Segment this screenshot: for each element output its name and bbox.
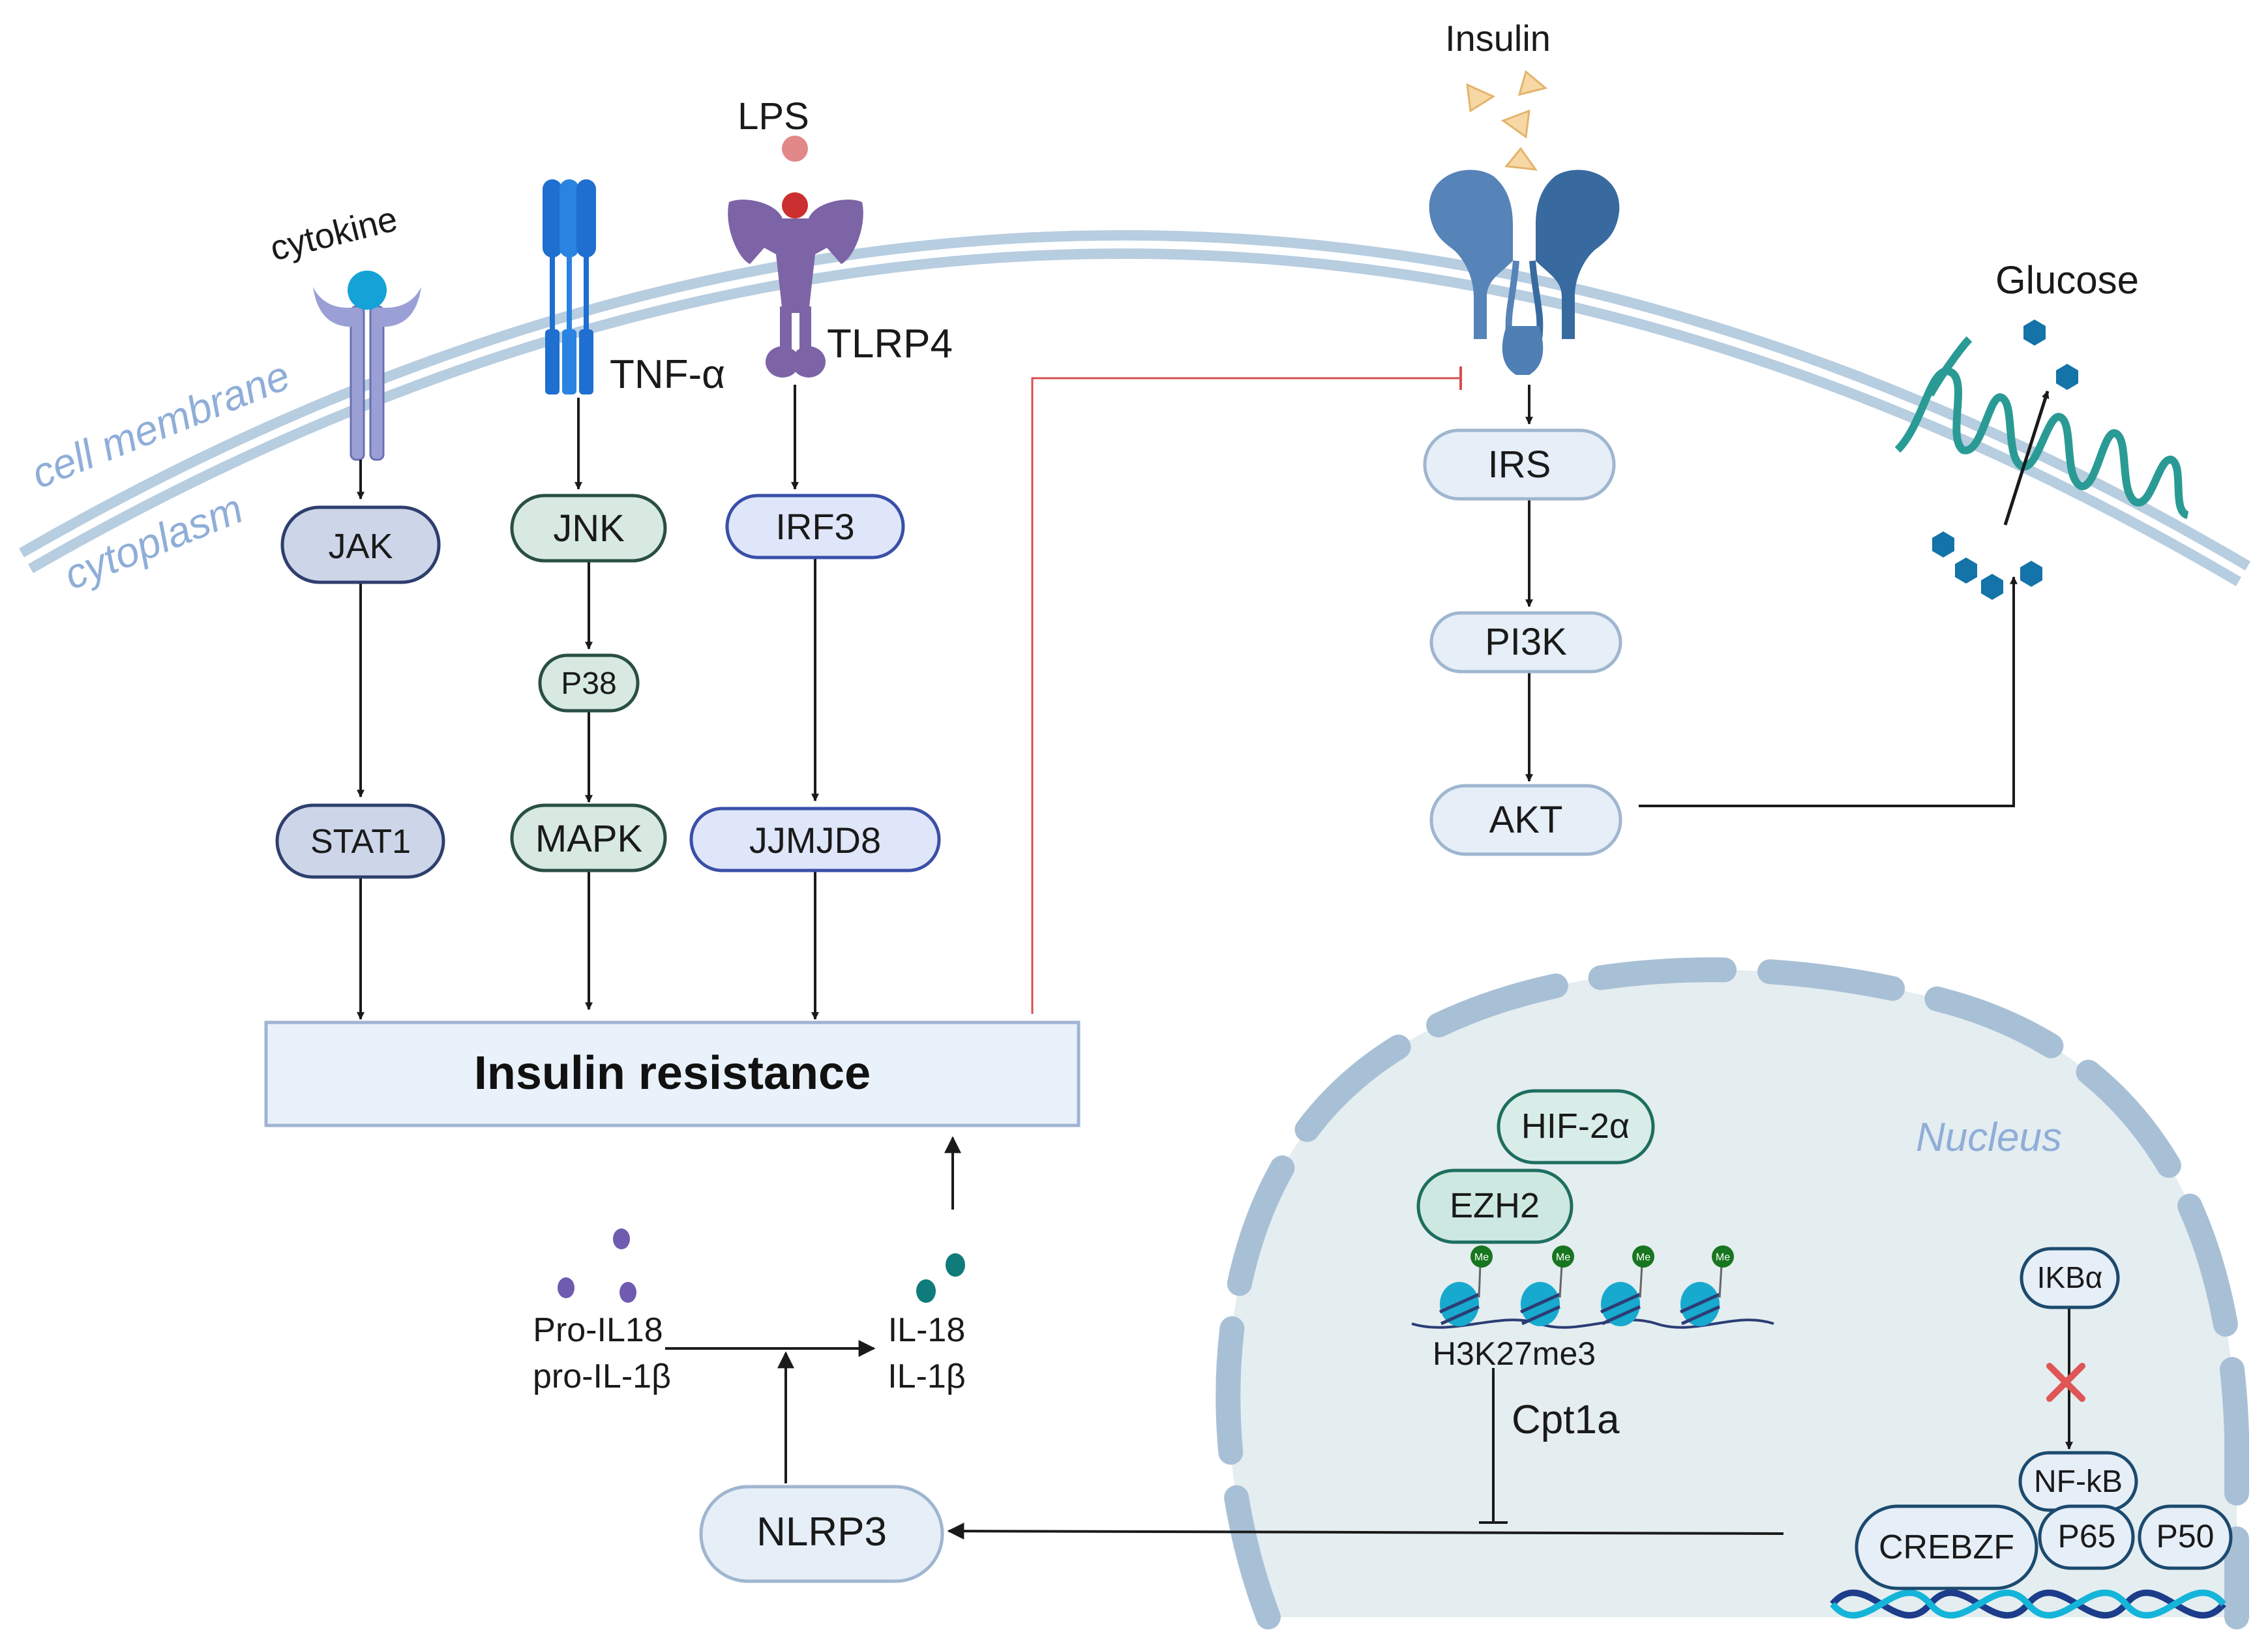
ikba-label: IKBα [2037,1260,2103,1294]
inhibit-resistance-to-insulin-receptor [1031,377,1461,1014]
cytokine-label: cytokine [266,199,401,268]
hif2a-node-box [1497,1089,1655,1165]
mapk-node-box [510,803,667,872]
glucose-label: Glucose [1995,258,2139,302]
arrow-crebzf-to-nlrp3 [947,1523,1784,1540]
lps-bound-icon [782,192,808,218]
cytokine-ligand [348,271,387,310]
tnf-alpha-receptor [543,179,596,394]
nucleus-label: Nucleus [1916,1115,2062,1160]
insulin-label: Insulin [1445,18,1551,59]
insulin-receptor [1429,170,1620,375]
me-mark-label-2: Me [1556,1252,1570,1263]
pathway-arrows [357,385,2073,1540]
insulin-ligand-icons [1466,70,1548,171]
ezh2-node-box [1416,1168,1574,1244]
p65-label: P65 [2058,1518,2116,1554]
nucleosome-3 [1600,1245,1654,1326]
jjmjd8-label: JJMJD8 [749,820,881,861]
me-mark-label-1: Me [1474,1252,1489,1263]
pro-cytokine-icons [558,1228,636,1303]
me-mark-label-4: Me [1716,1252,1730,1263]
nucleosome-4 [1679,1245,1734,1326]
jnk-label: JNK [553,507,625,550]
p65-node-box [2038,1504,2135,1570]
mapk-label: MAPK [535,818,643,860]
akt-node-box [1429,784,1622,856]
akt-label: AKT [1489,799,1563,841]
nfkb-label: NF-kB [2034,1465,2123,1499]
stat1-node-box [275,803,445,879]
glucose-transporter [1894,336,2190,519]
ezh2-label: EZH2 [1450,1186,1540,1225]
jak-label: JAK [328,527,393,566]
glucose-transport-arrow [2003,390,2050,526]
mature-cytokine-icons [916,1253,965,1303]
jak-node-box [280,505,441,584]
me-mark-label-3: Me [1636,1252,1650,1263]
tlrp4-receptor [728,200,863,378]
nucleus [1216,957,2249,1629]
irs-node-box [1423,428,1616,501]
crebzf-label: CREBZF [1879,1528,2014,1566]
stat1-label: STAT1 [310,823,411,861]
insulin-resistance-box [264,1020,1081,1127]
nlrp3-label: NLRP3 [756,1510,887,1554]
il1b-label: IL-1β [888,1358,966,1395]
irf3-label: IRF3 [775,506,854,547]
dna-helix-icon [1830,1589,2226,1619]
pi3k-node-box [1429,611,1622,674]
il18-label: IL-18 [888,1311,966,1349]
nucleosome-2 [1519,1245,1574,1326]
p38-label: P38 [561,666,616,701]
hif2a-label: HIF-2α [1521,1107,1630,1146]
nucleosome-1 [1439,1245,1493,1326]
h3k27me3-label: H3K27me3 [1433,1335,1596,1372]
ikba-node-box [2020,1247,2120,1309]
chromatin-fiber [1411,1318,1774,1329]
jnk-node-box [510,494,667,563]
p38-node-box [538,653,640,713]
blocked-cross-icon [2046,1363,2085,1402]
insulin-resistance-label: Insulin resistance [474,1047,871,1099]
pro-il18-label: Pro-IL18 [533,1311,663,1349]
cpt1a-label: Cpt1a [1512,1397,1620,1442]
irf3-node-box [725,494,905,559]
pro-il1b-label: pro-IL-1β [533,1358,671,1395]
lps-label: LPS [738,95,809,138]
tlrp4-label: TLRP4 [827,321,953,366]
lps-ligand-icon [782,136,808,162]
irs-label: IRS [1488,443,1551,486]
jjmjd8-node-box [689,807,941,872]
cytokine-receptor [313,287,421,461]
pi3k-label: PI3K [1485,621,1567,663]
p50-label: P50 [2156,1518,2215,1554]
p50-node-box [2138,1504,2233,1570]
arrow-akt-to-glucose [1639,576,2018,807]
tnf-alpha-label: TNF-α [610,352,725,397]
crebzf-node-box [1855,1504,2038,1590]
nlrp3-node-box [699,1485,944,1583]
